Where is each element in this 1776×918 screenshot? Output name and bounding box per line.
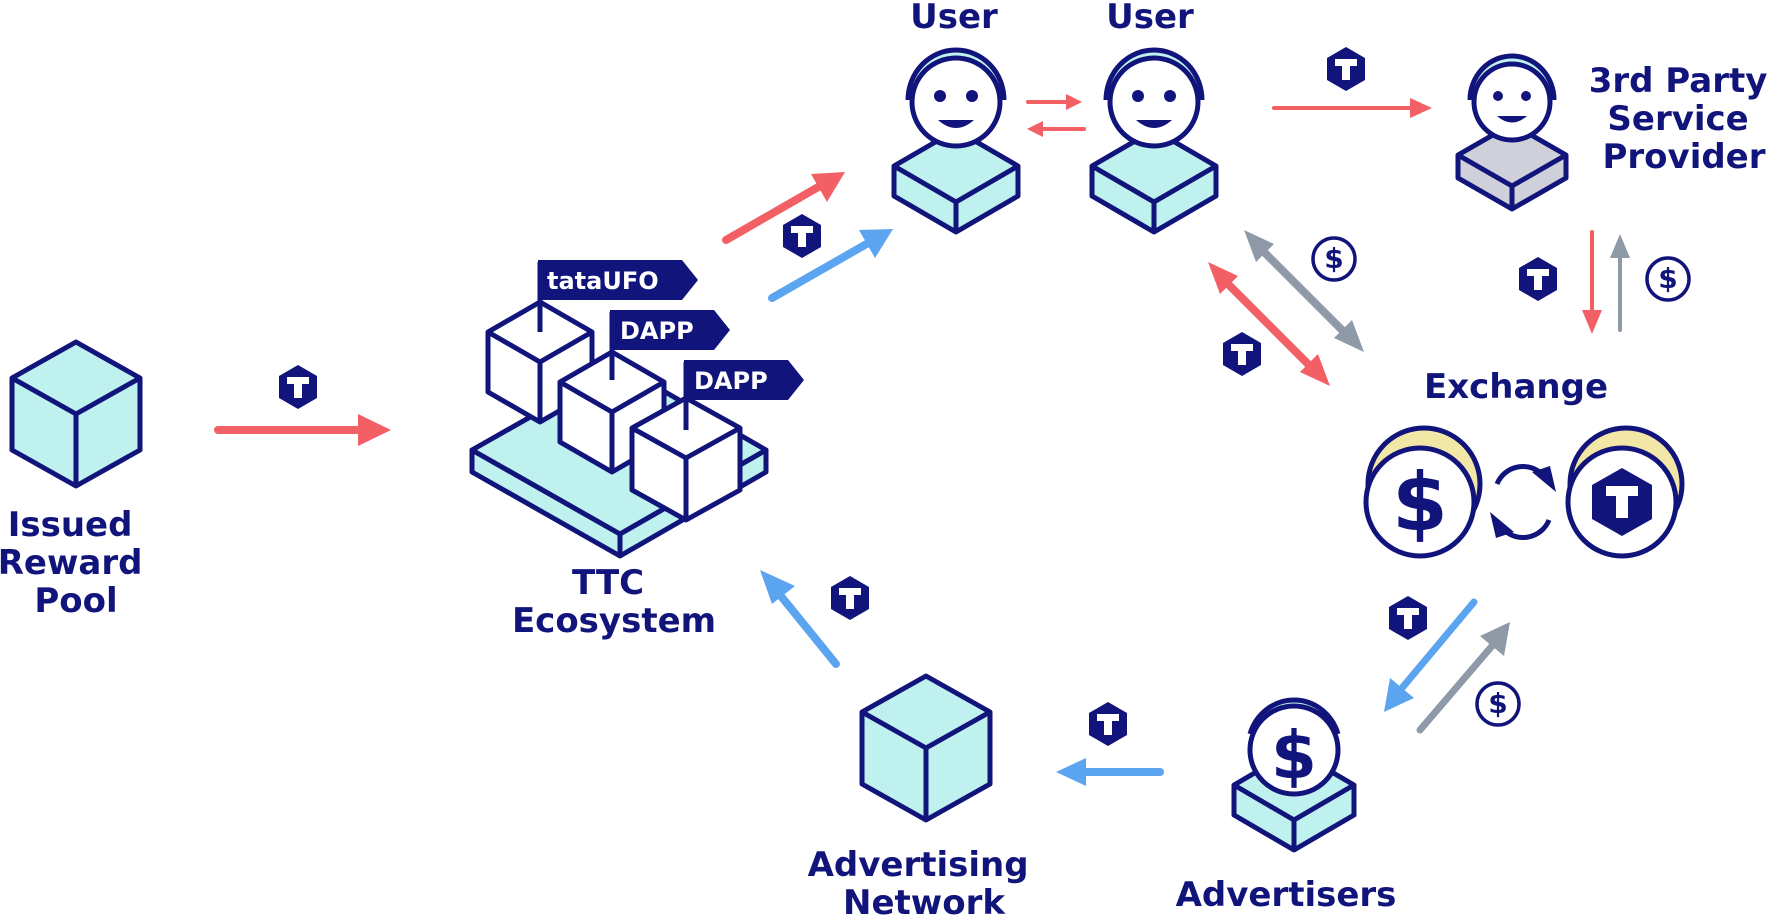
flag-dapp-2: DAPP	[683, 360, 804, 430]
exchange-token-coin-icon	[1565, 425, 1685, 559]
token-icon	[1327, 47, 1365, 91]
arrow-advertisers-to-network	[1056, 758, 1164, 786]
arrow-network-to-ecosystem	[760, 570, 840, 668]
arrow-third-party-to-exchange	[1582, 230, 1602, 334]
svg-text:$: $	[1324, 242, 1343, 275]
issued-pool-label: Issued Reward Pool	[0, 505, 154, 621]
token-icon	[279, 365, 317, 409]
svg-text:$: $	[1658, 262, 1677, 295]
third-party-avatar	[1455, 53, 1569, 212]
issued-pool-cube-icon	[9, 339, 143, 489]
flag-tataufo: tataUFO	[537, 260, 698, 332]
user-1-label: User	[910, 0, 998, 37]
exchange-swap-icon	[1490, 464, 1556, 540]
dollar-coin-icon: $	[1475, 681, 1521, 727]
ttc-ecosystem-label: TTC Ecosystem	[512, 563, 716, 641]
arrow-exchange-to-advertisers-blue	[1384, 598, 1478, 712]
user-avatar-1	[891, 47, 1021, 235]
advertisers-label: Advertisers	[1176, 875, 1397, 915]
token-icon	[1389, 596, 1427, 640]
advertisers-avatar: $	[1231, 697, 1357, 853]
arrow-advertisers-to-exchange-gray	[1416, 622, 1510, 734]
arrow-user-to-third-party	[1272, 98, 1432, 118]
ttc-ecosystem-platform-icon	[469, 299, 769, 559]
user-avatar-2	[1089, 47, 1219, 235]
token-icon	[1519, 257, 1557, 301]
token-icon	[1223, 332, 1261, 376]
svg-text:$: $	[1488, 687, 1507, 720]
arrow-user-to-user	[1026, 94, 1086, 137]
arrow-ecosystem-to-user-red	[722, 172, 845, 244]
svg-text:$: $	[1271, 717, 1317, 794]
exchange-label: Exchange	[1424, 367, 1608, 407]
svg-text:DAPP: DAPP	[620, 317, 694, 345]
arrow-ecosystem-to-user-blue	[768, 229, 893, 302]
user-2-label: User	[1106, 0, 1194, 37]
arrow-pool-to-ecosystem	[214, 414, 391, 446]
svg-text:$: $	[1392, 456, 1448, 549]
arrow-user-to-exchange-red	[1208, 262, 1330, 386]
dollar-coin-icon: $	[1311, 236, 1357, 282]
token-icon	[783, 214, 821, 258]
third-party-label: 3rd Party Service Provider	[1589, 61, 1776, 177]
flag-dapp-1: DAPP	[609, 310, 730, 380]
exchange-dollar-coin-icon: $	[1363, 425, 1483, 559]
dollar-coin-icon: $	[1645, 256, 1691, 302]
arrow-exchange-to-user-gray	[1244, 230, 1364, 352]
token-icon	[1089, 702, 1127, 746]
advertising-network-cube-icon	[859, 673, 993, 823]
token-icon	[831, 576, 869, 620]
svg-text:tataUFO: tataUFO	[547, 267, 659, 295]
arrow-exchange-to-third-party	[1610, 234, 1630, 332]
advertising-network-label: Advertising Network	[808, 845, 1041, 918]
svg-text:DAPP: DAPP	[694, 367, 768, 395]
